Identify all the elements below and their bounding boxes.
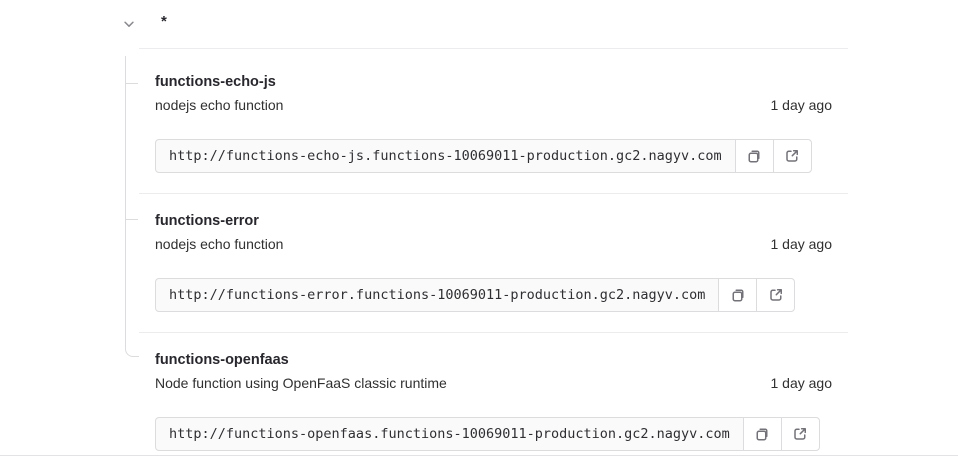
function-url-field[interactable]: http://functions-openfaas.functions-1006… xyxy=(155,417,744,451)
function-updated-timestamp: 1 day ago xyxy=(770,97,833,113)
tree-connector-tick xyxy=(125,83,138,84)
copy-icon xyxy=(746,148,762,164)
function-name: functions-echo-js xyxy=(155,74,276,90)
environment-header: * xyxy=(0,0,958,48)
copy-icon xyxy=(754,426,770,442)
function-row: functions-openfaas Node function using O… xyxy=(139,333,848,471)
tree-connector-line xyxy=(125,56,126,340)
function-description: Node function using OpenFaaS classic run… xyxy=(155,375,447,391)
functions-list: functions-echo-js nodejs echo function 1… xyxy=(139,48,848,471)
external-link-icon xyxy=(768,287,784,303)
open-url-button[interactable] xyxy=(780,417,820,451)
tree-connector-elbow xyxy=(125,340,139,357)
function-updated-timestamp: 1 day ago xyxy=(770,375,833,391)
function-row: functions-echo-js nodejs echo function 1… xyxy=(139,49,848,194)
function-url-field[interactable]: http://functions-echo-js.functions-10069… xyxy=(155,139,736,173)
function-url-group: http://functions-error.functions-1006901… xyxy=(155,278,832,312)
copy-icon xyxy=(730,287,746,303)
function-name: functions-error xyxy=(155,213,259,229)
function-description: nodejs echo function xyxy=(155,236,284,252)
collapse-environment-button[interactable] xyxy=(119,14,139,34)
function-url-group: http://functions-echo-js.functions-10069… xyxy=(155,139,832,173)
external-link-icon xyxy=(792,426,808,442)
chevron-down-icon xyxy=(122,17,136,31)
external-link-icon xyxy=(784,148,800,164)
serverless-functions-panel: * functions-echo-js nodejs echo function… xyxy=(0,0,958,456)
function-url-field[interactable]: http://functions-error.functions-1006901… xyxy=(155,278,720,312)
open-url-button[interactable] xyxy=(756,278,796,312)
open-url-button[interactable] xyxy=(772,139,812,173)
copy-url-button[interactable] xyxy=(734,139,774,173)
environment-name: * xyxy=(161,13,167,30)
function-url-group: http://functions-openfaas.functions-1006… xyxy=(155,417,832,451)
copy-url-button[interactable] xyxy=(718,278,758,312)
function-row: functions-error nodejs echo function 1 d… xyxy=(139,194,848,333)
function-description: nodejs echo function xyxy=(155,97,284,113)
function-name: functions-openfaas xyxy=(155,352,289,368)
function-updated-timestamp: 1 day ago xyxy=(770,236,833,252)
tree-connector-tick xyxy=(125,219,138,220)
copy-url-button[interactable] xyxy=(742,417,782,451)
